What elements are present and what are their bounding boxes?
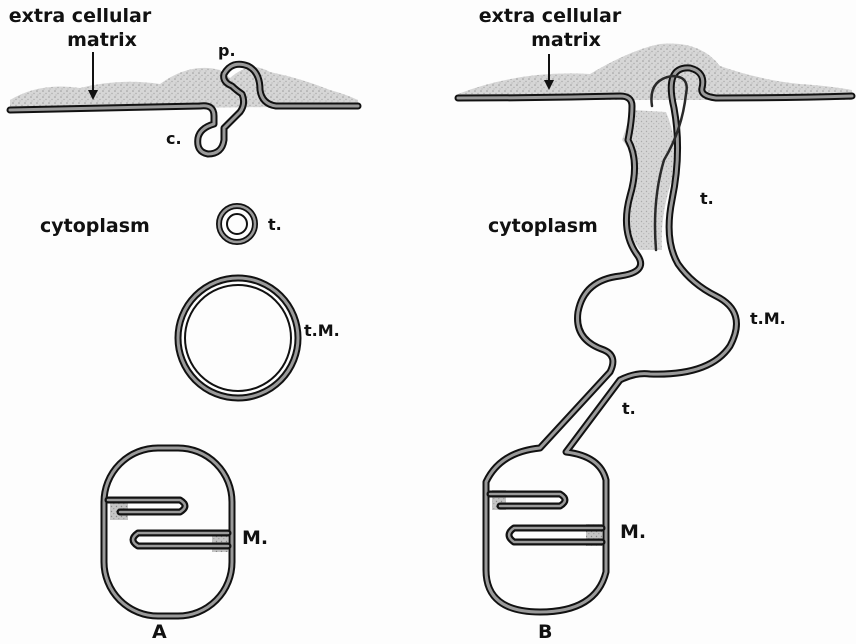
t-label-a: t. — [268, 215, 282, 234]
vesicle-tm-a — [178, 278, 298, 398]
t-upper-label-b: t. — [700, 189, 714, 208]
cytoplasm-label-b: cytoplasm — [488, 215, 598, 237]
ecm-label-b-line2: matrix — [531, 29, 601, 51]
tm-label-a: t.M. — [304, 321, 340, 340]
panel-a: extra cellular matrix p. c. cytoplasm t.… — [9, 5, 358, 643]
c-label-a: c. — [166, 129, 182, 148]
vesicle-t-a — [219, 206, 255, 242]
ecm-label-b-line1: extra cellular — [479, 5, 622, 27]
t-lower-label-b: t. — [622, 399, 636, 418]
ecm-arrow-a — [88, 52, 98, 100]
extracellular-matrix-b — [458, 43, 852, 100]
panel-label-b: B — [538, 621, 552, 643]
p-label-a: p. — [218, 41, 236, 60]
ecm-label-a-line1: extra cellular — [9, 5, 152, 27]
m-label-b: M. — [620, 521, 646, 543]
panel-label-a: A — [152, 621, 167, 643]
panel-b: extra cellular matrix cytoplasm t. t.M. … — [458, 5, 852, 643]
m-label-a: M. — [242, 527, 268, 549]
cytoplasm-label-a: cytoplasm — [40, 215, 150, 237]
organelle-m-b — [490, 490, 602, 546]
organelle-m-a — [104, 448, 232, 616]
ecm-label-a-line2: matrix — [67, 29, 137, 51]
tm-label-b: t.M. — [750, 309, 786, 328]
